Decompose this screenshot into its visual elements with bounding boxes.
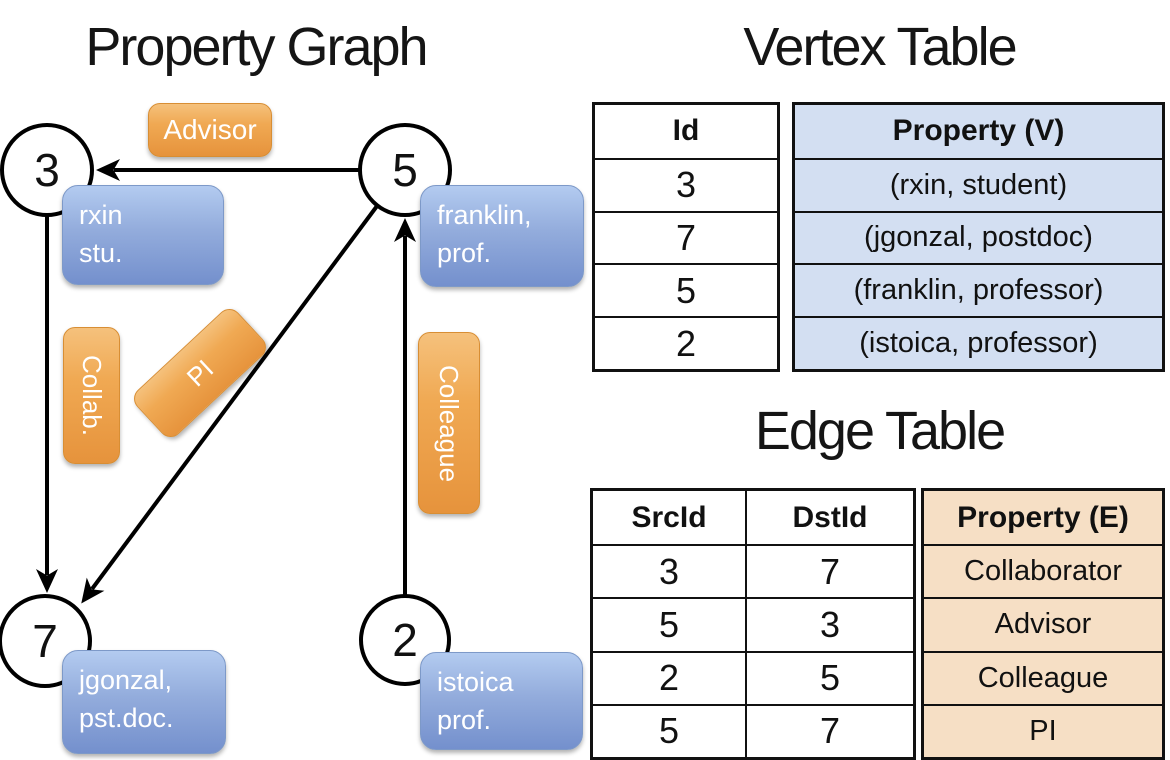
vertex-property-istoica: istoica prof.	[420, 652, 583, 750]
vertex-property-rxin: rxin stu.	[62, 185, 224, 285]
vertex-table-id-cell: 3	[595, 157, 777, 211]
edge-table-property-cell: Collaborator	[924, 544, 1162, 597]
vertex-table-title: Vertex Table	[743, 17, 1017, 77]
property-graph-canvas	[0, 123, 452, 688]
edge-table-dstid-cell: 5	[745, 650, 913, 704]
vertex-property-rxin-line2: stu.	[79, 238, 123, 269]
edge-table-srcid-cell: 5	[593, 703, 745, 757]
edge-table-property-cell: Colleague	[924, 650, 1162, 704]
vertex-table-property-cell: (jgonzal, postdoc)	[795, 210, 1162, 264]
vertex-table-id-header: Id	[672, 114, 700, 148]
edge-table-property-cell: PI	[924, 703, 1162, 757]
vertex-table-id-cell: 5	[595, 263, 777, 316]
vertex-property-franklin-line1: franklin,	[437, 200, 532, 230]
edge-table-srcid-cell: 3	[593, 544, 745, 597]
edge-table-property-column: Property (E) Collaborator Advisor Collea…	[921, 488, 1165, 760]
edge-table-dstid-header: DstId	[745, 491, 913, 545]
edge-table-title: Edge Table	[754, 401, 1006, 461]
property-graph-title: Property Graph	[85, 17, 428, 77]
edge-label-collab-text: Collab.	[77, 355, 107, 436]
edge-table-srcid-header: SrcId	[631, 500, 707, 534]
edge-table-srcid-cell: 2	[593, 650, 745, 704]
vertex-property-jgonzal-line1: jgonzal,	[79, 665, 173, 695]
edge-table-dstid-cell: 7	[745, 703, 913, 757]
vertex-number-3: 3	[34, 144, 60, 196]
edge-table-srcid-cell: 5	[593, 597, 745, 650]
edge-table-ids-columns: SrcId DstId 3 7 5 3 2 5 5 7	[590, 488, 916, 760]
vertex-property-franklin-line2: prof.	[437, 238, 492, 269]
vertex-table-id-cell: 7	[595, 210, 777, 264]
vertex-property-jgonzal-line2: pst.doc.	[79, 703, 174, 734]
vertex-table-id-column: Id 3 7 5 2	[592, 102, 780, 372]
vertex-property-istoica-line1: istoica	[437, 667, 514, 697]
edge-label-colleague: Colleague	[418, 332, 480, 514]
edge-table-property-header: Property (E)	[957, 500, 1129, 534]
edge-table-dstid-cell: 7	[745, 544, 913, 598]
vertex-property-istoica-line2: prof.	[437, 705, 492, 736]
edge-label-advisor-text: Advisor	[163, 114, 257, 145]
edge-5-to-7-pi	[81, 204, 379, 604]
vertex-number-2: 2	[392, 614, 418, 666]
vertex-property-rxin-line1: rxin	[79, 200, 123, 230]
edge-table-dstid-cell: 3	[745, 597, 913, 651]
vertex-number-7: 7	[32, 615, 58, 667]
vertex-table-property-column: Property (V) (rxin, student) (jgonzal, p…	[792, 102, 1165, 372]
vertex-table-property-cell: (rxin, student)	[795, 157, 1162, 211]
vertex-table-id-cell: 2	[595, 316, 777, 369]
edge-label-advisor: Advisor	[148, 103, 272, 157]
edge-label-pi-text: PI	[180, 353, 219, 392]
vertex-property-franklin: franklin, prof.	[420, 185, 584, 287]
edge-label-collab: Collab.	[63, 327, 120, 464]
vertex-table-property-header: Property (V)	[892, 114, 1065, 148]
vertex-property-jgonzal: jgonzal, pst.doc.	[62, 650, 226, 754]
vertex-table-property-cell: (franklin, professor)	[795, 263, 1162, 316]
vertex-table-property-cell: (istoica, professor)	[795, 316, 1162, 369]
vertex-number-5: 5	[392, 144, 418, 196]
edge-table-property-cell: Advisor	[924, 597, 1162, 650]
edge-label-colleague-text: Colleague	[434, 364, 465, 482]
